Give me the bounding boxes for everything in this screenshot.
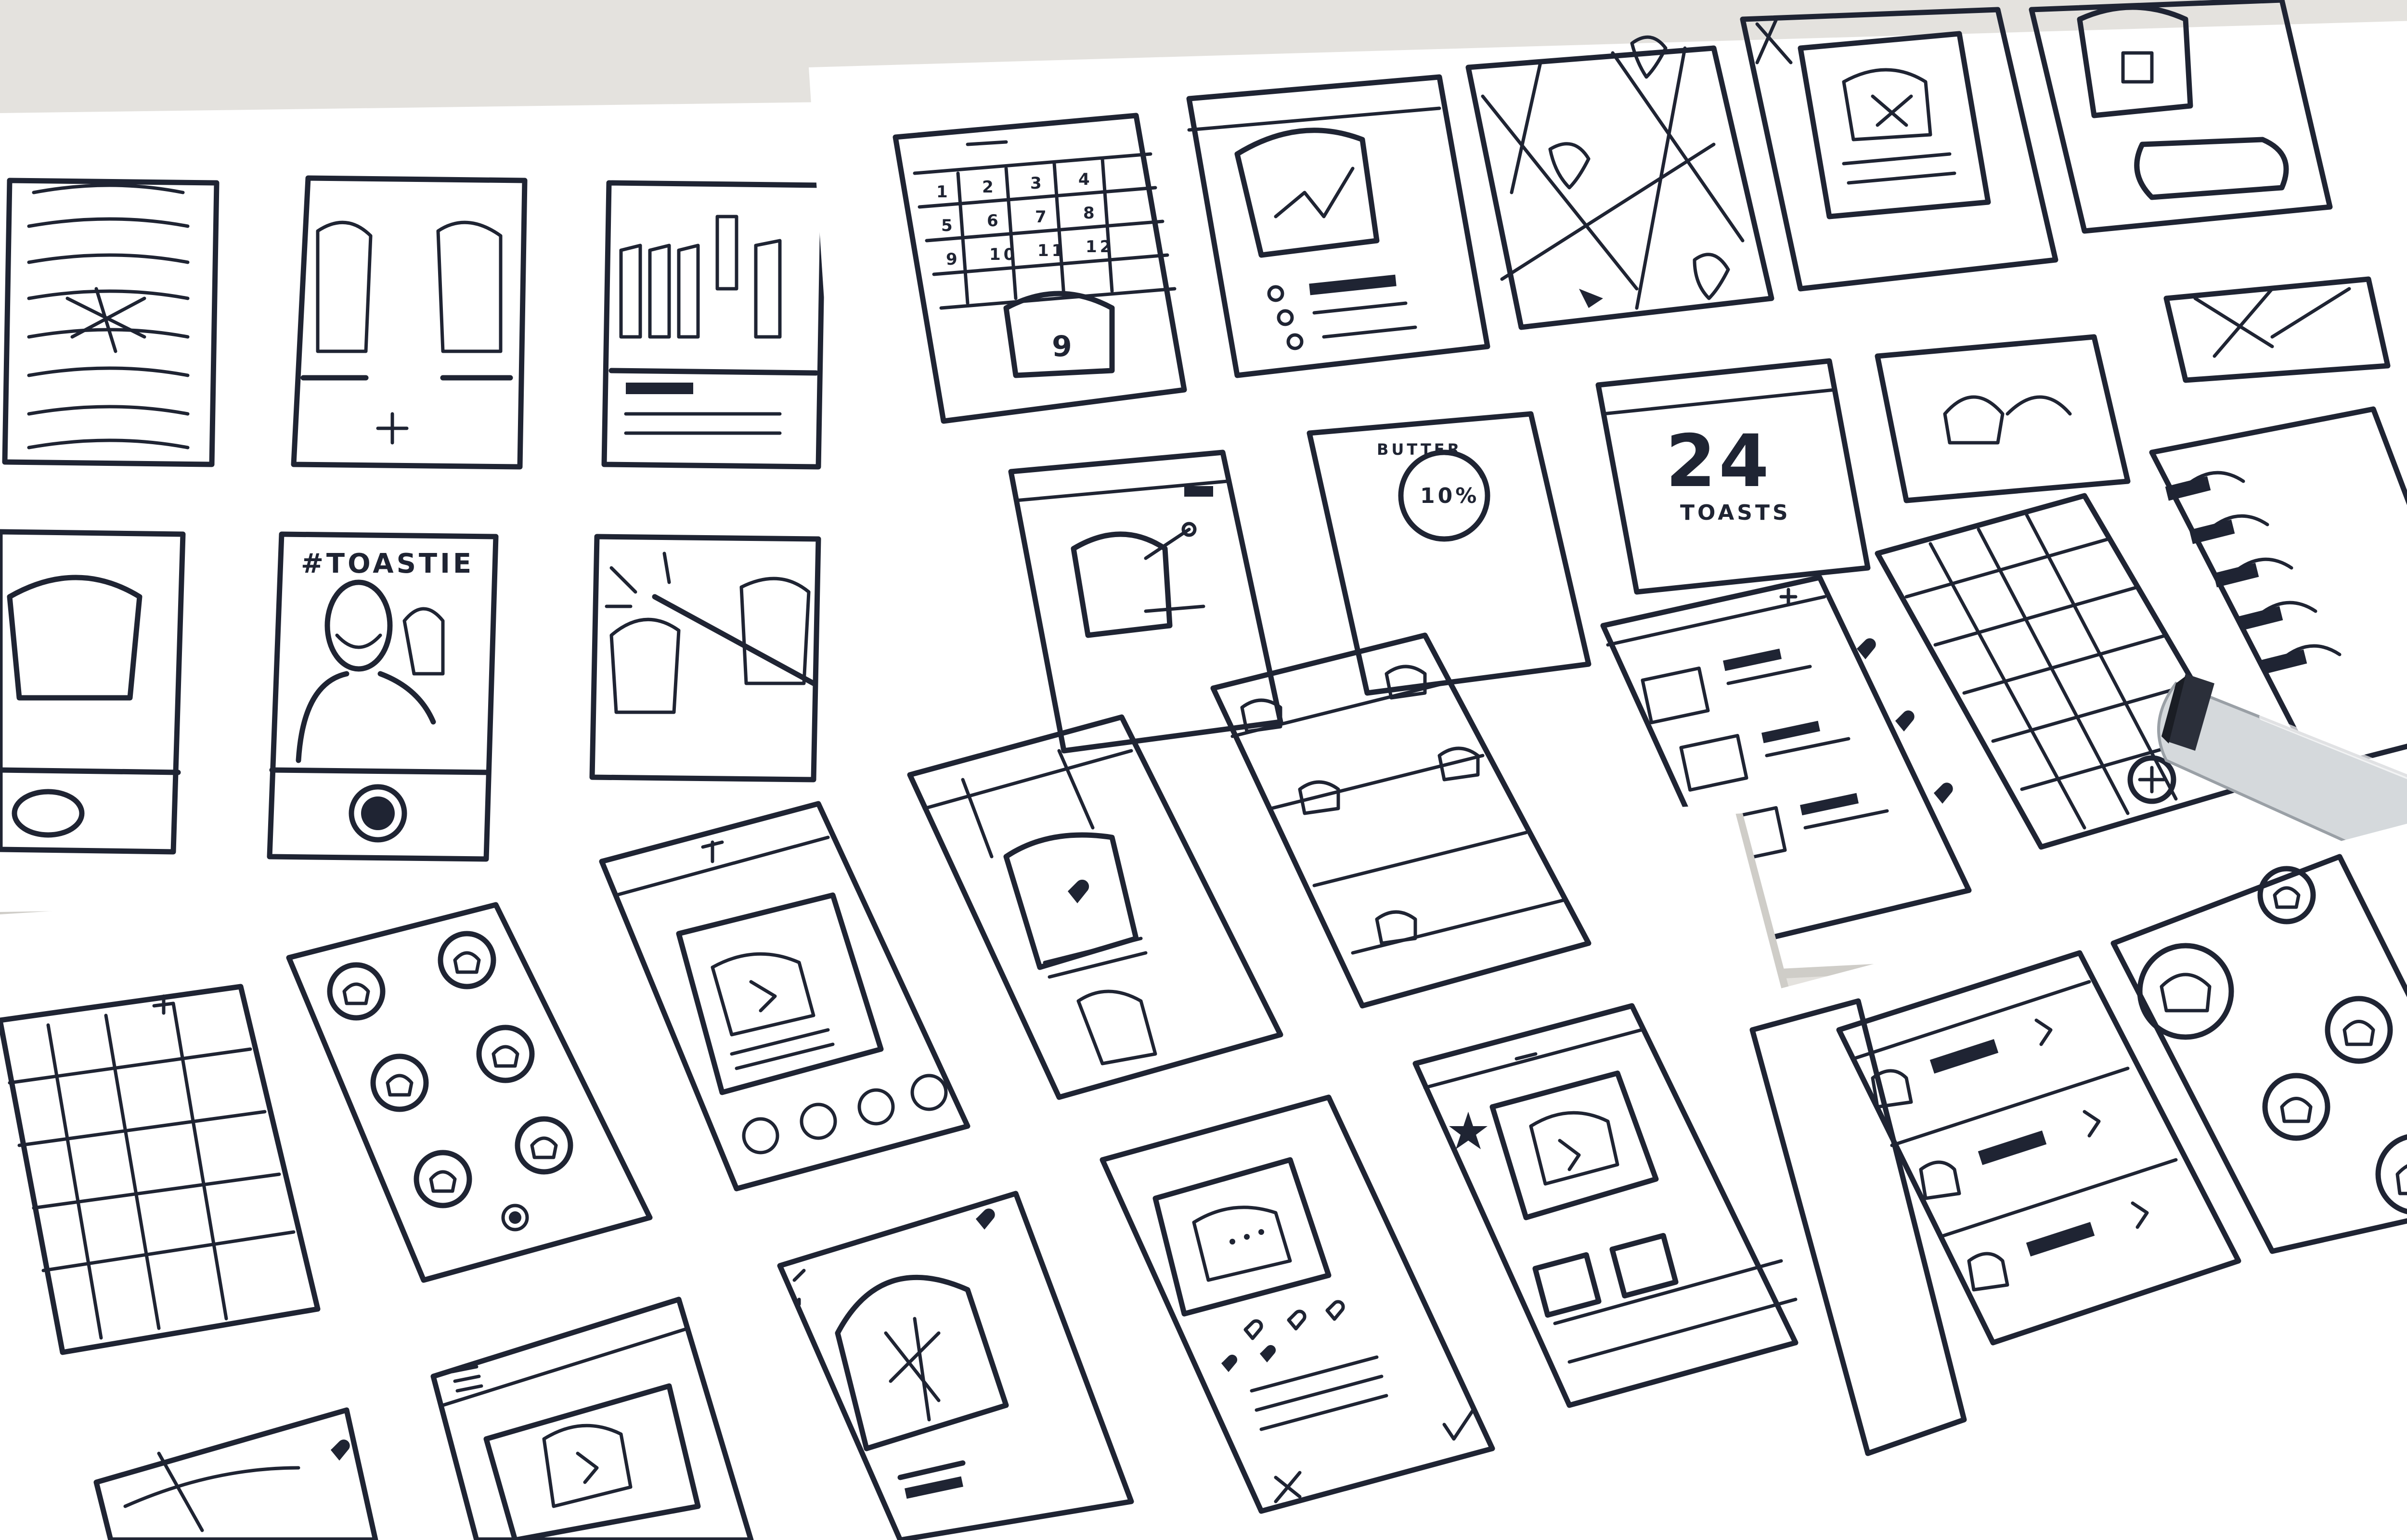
sheet-top-left: #TOASTIE — [0, 101, 929, 919]
toast-count-number: 24 — [1666, 420, 1772, 503]
cal-num-9: 9 — [946, 250, 960, 269]
cal-num-11: 11 — [1037, 241, 1066, 260]
cal-num-2: 2 — [982, 178, 996, 197]
butter-label-text: BUTTER — [1377, 440, 1462, 459]
cal-num-10: 10 — [989, 245, 1018, 264]
hashtag-text: #TOASTIE — [301, 548, 474, 579]
cal-num-5: 5 — [941, 216, 956, 235]
cal-num-3: 3 — [1030, 174, 1045, 193]
cal-num-12: 12 — [1086, 237, 1114, 257]
cal-num-8: 8 — [1083, 204, 1098, 223]
cal-num-6: 6 — [987, 211, 1001, 231]
cal-num-4: 4 — [1078, 170, 1093, 189]
cal-num-7: 7 — [1035, 207, 1049, 227]
toast-unit-text: TOASTS — [1680, 500, 1791, 525]
cal-num-1: 1 — [936, 182, 951, 202]
toast-badge-number: 9 — [1052, 330, 1075, 363]
butter-percent-text: 10% — [1420, 484, 1479, 508]
